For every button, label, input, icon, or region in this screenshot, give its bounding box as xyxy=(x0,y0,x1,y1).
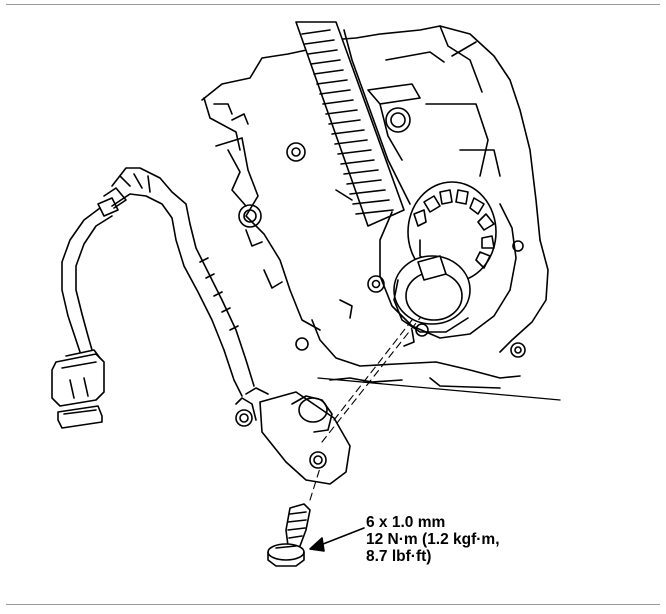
top-rule xyxy=(6,4,660,5)
torque-value-label: 12 N·m (1.2 kgf·m, xyxy=(366,531,500,548)
engine-block xyxy=(201,25,561,401)
bolt-size-label: 6 x 1.0 mm xyxy=(366,514,446,531)
torque-imperial-label: 8.7 lbf·ft) xyxy=(366,548,432,565)
torque-spec-callout: 6 x 1.0 mm 12 N·m (1.2 kgf·m, 8.7 lbf·ft… xyxy=(366,514,500,565)
belt-cover-edge xyxy=(379,203,517,347)
mounting-bolt xyxy=(267,503,311,567)
crankshaft-position-sensor xyxy=(235,387,351,485)
spec-leader-arrow xyxy=(309,527,365,552)
sensor-harness xyxy=(61,167,255,397)
sensor-connector xyxy=(51,349,105,429)
timing-belt xyxy=(295,21,411,227)
crankshaft-pulley xyxy=(393,255,471,333)
alignment-lines xyxy=(309,317,421,501)
bottom-rule xyxy=(6,604,660,605)
